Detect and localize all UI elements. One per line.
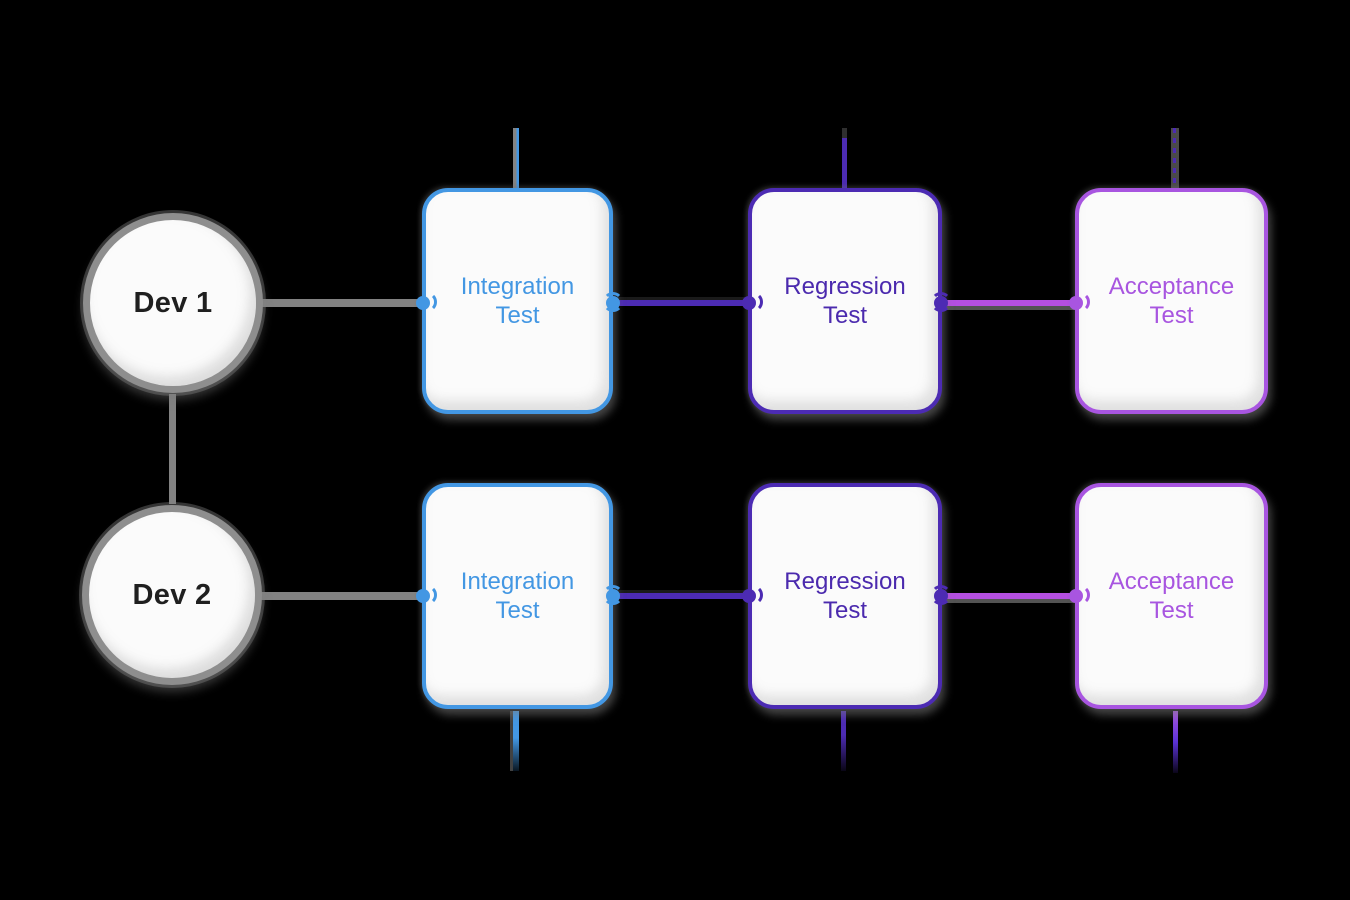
connector-port bbox=[416, 585, 437, 605]
connector-port bbox=[931, 292, 951, 312]
node-integration-test-1: Integration Test bbox=[422, 188, 613, 414]
node-regression-test-2: Regression Test bbox=[748, 483, 942, 709]
edge-integration1-regression1 bbox=[611, 300, 750, 306]
connector-port bbox=[931, 585, 951, 605]
edge-regression2-acceptance2 bbox=[940, 593, 1077, 599]
node-acceptance-test-1: Acceptance Test bbox=[1075, 188, 1268, 414]
edge-regression2-offscreen-bottom bbox=[841, 711, 846, 771]
node-dev1: Dev 1 bbox=[83, 213, 263, 393]
edge-offscreen-top-acceptance1 bbox=[1171, 128, 1179, 188]
edge-integration2-offscreen-bottom bbox=[513, 711, 519, 771]
node-regression-test-1-label: Regression Test bbox=[784, 273, 906, 329]
connector-port bbox=[1069, 585, 1090, 605]
node-regression-test-1: Regression Test bbox=[748, 188, 942, 414]
node-acceptance-test-2: Acceptance Test bbox=[1075, 483, 1268, 709]
node-acceptance-test-1-label: Acceptance Test bbox=[1108, 273, 1235, 329]
connector-port bbox=[1069, 292, 1090, 312]
edge-integration2-regression2 bbox=[611, 593, 750, 599]
edge-dev2-integration2 bbox=[261, 592, 423, 600]
edge-offscreen-top-regression1 bbox=[842, 138, 847, 190]
node-integration-test-1-label: Integration Test bbox=[460, 273, 575, 329]
edge-dash-overlay bbox=[1173, 128, 1176, 188]
node-dev1-label: Dev 1 bbox=[133, 286, 213, 319]
edge-offscreen-top-integration1 bbox=[513, 128, 519, 190]
edge-dev1-integration1 bbox=[262, 299, 424, 307]
node-acceptance-test-2-label: Acceptance Test bbox=[1108, 568, 1235, 624]
node-integration-test-2-label: Integration Test bbox=[460, 568, 575, 624]
connector-port bbox=[742, 585, 763, 605]
edge-dev1-dev2 bbox=[169, 394, 176, 504]
connector-port bbox=[742, 292, 763, 312]
edge-regression1-acceptance1 bbox=[940, 300, 1077, 306]
node-integration-test-2: Integration Test bbox=[422, 483, 613, 709]
node-dev2: Dev 2 bbox=[82, 505, 262, 685]
node-dev2-label: Dev 2 bbox=[132, 578, 212, 611]
node-regression-test-2-label: Regression Test bbox=[784, 568, 906, 624]
edge-acceptance2-offscreen-bottom bbox=[1173, 711, 1178, 773]
connector-port bbox=[603, 585, 623, 605]
connector-port bbox=[603, 292, 623, 312]
connector-port bbox=[416, 292, 437, 312]
